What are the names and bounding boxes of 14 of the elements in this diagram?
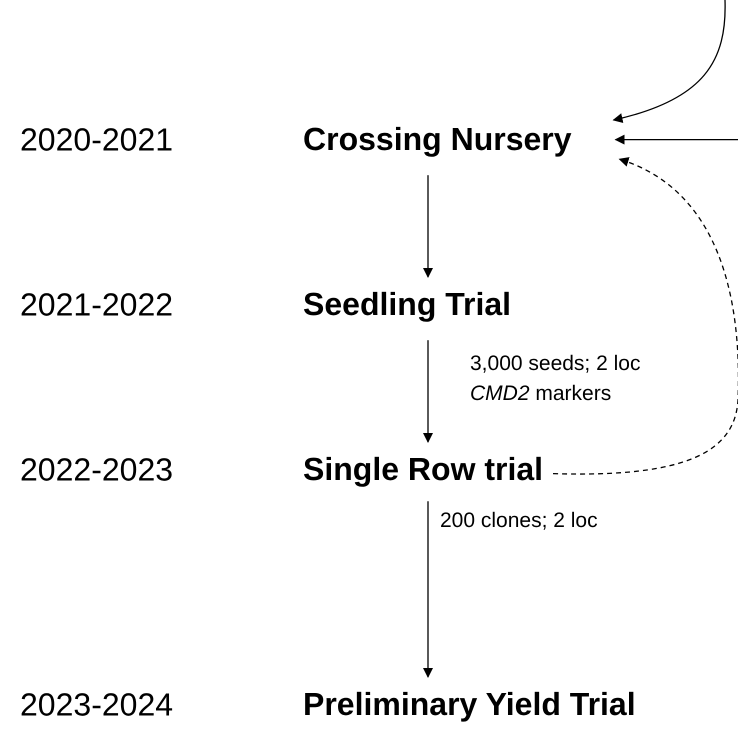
dashed-arrow [553,158,738,475]
arrow [423,340,433,443]
year-label: 2021-2022 [20,287,174,323]
arrow [423,501,433,678]
arrow [423,175,433,278]
stage-title: Crossing Nursery [303,116,614,164]
stage-title: Preliminary Yield Trial [303,681,640,728]
year-label: 2020-2021 [20,122,174,158]
stage-title: Seedling Trial [303,281,522,328]
arrow [612,0,726,123]
stage-title: Single Row trial [303,446,554,494]
arrow [614,134,738,145]
year-label: 2023-2024 [20,687,174,723]
year-label: 2022-2023 [20,452,174,488]
